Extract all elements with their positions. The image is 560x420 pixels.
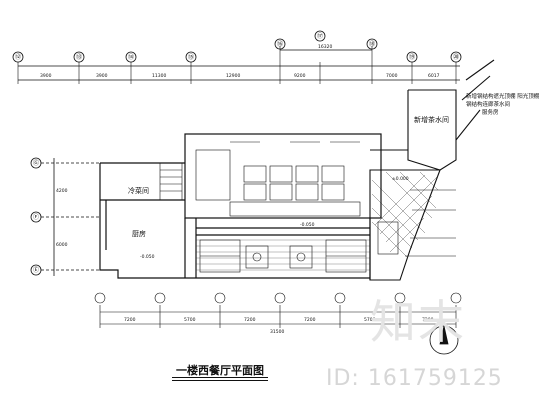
left-grid-bubbles — [30, 157, 100, 276]
top-dim-2: 3900 — [96, 73, 108, 79]
room-kitchen: 厨房 — [132, 229, 146, 238]
grid-row-1: Ⓖ — [33, 159, 39, 167]
annex-note-3: 服务房 — [482, 108, 499, 116]
grid-col-1: ⑫ — [15, 53, 21, 61]
top-dim-total: 16320 — [318, 44, 332, 50]
grid-col-5: ⑯ — [277, 40, 283, 48]
bottom-dim-5: 5700 — [364, 317, 376, 323]
north-arrow — [429, 325, 459, 355]
grid-row-3: Ⓔ — [33, 266, 39, 274]
title-underline-2 — [172, 380, 268, 381]
top-dim-7: 6017 — [428, 73, 440, 79]
annex-terrace — [369, 169, 441, 281]
grid-col-2: ⑬ — [76, 53, 82, 61]
grid-col-3: ⑭ — [128, 53, 134, 61]
bottom-dim-total: 31500 — [270, 329, 284, 335]
grid-col-4: ⑮ — [188, 53, 194, 61]
floor-tiles — [196, 239, 370, 271]
grid-row-2: Ⓕ — [33, 213, 39, 221]
level-mark-2: -0.050 — [300, 222, 315, 228]
booth-seating — [195, 149, 361, 217]
top-dimension-chain — [17, 46, 460, 84]
bottom-dim-3: 7200 — [244, 317, 256, 323]
top-dim-6: 7000 — [386, 73, 398, 79]
top-dim-3: 11300 — [152, 73, 166, 79]
grid-col-8: ⑲ — [409, 53, 415, 61]
top-dim-1: 3900 — [40, 73, 52, 79]
drawing-title: 一楼西餐厅平面图 — [176, 364, 264, 377]
grid-col-9: ⑳ — [453, 53, 459, 61]
bottom-dim-2: 5700 — [184, 317, 196, 323]
bottom-dim-1: 7200 — [124, 317, 136, 323]
room-cold-dish: 冷菜间 — [128, 186, 149, 195]
level-mark-3: ±0.000 — [392, 176, 409, 182]
annex-note-2: 钢结构连廊茶水间 — [466, 100, 510, 108]
top-dim-4: 12900 — [226, 73, 240, 79]
grid-col-6: ⑰ — [317, 32, 323, 40]
watermark-id: ID: 161759125 — [326, 366, 503, 391]
watermark-logo: 知末 — [370, 295, 466, 349]
tea-room-block — [370, 59, 495, 171]
grid-col-7: ⑱ — [369, 40, 375, 48]
stairs — [159, 162, 183, 201]
annex-note: 新增钢结构遮光顶棚 阳光顶棚 — [466, 92, 540, 100]
dining-tables — [199, 239, 367, 273]
title-underline — [172, 377, 268, 378]
bottom-dimension-chain — [94, 292, 462, 328]
bottom-dim-6: 7200 — [422, 317, 434, 323]
bottom-dim-4: 7200 — [304, 317, 316, 323]
room-tea: 新增茶水间 — [414, 115, 449, 124]
top-dim-5: 9200 — [294, 73, 306, 79]
level-mark: -0.050 — [140, 254, 155, 260]
left-dim-1: 4200 — [56, 188, 68, 194]
annotation-leaders — [230, 141, 456, 257]
left-dim-2: 6000 — [56, 242, 68, 248]
